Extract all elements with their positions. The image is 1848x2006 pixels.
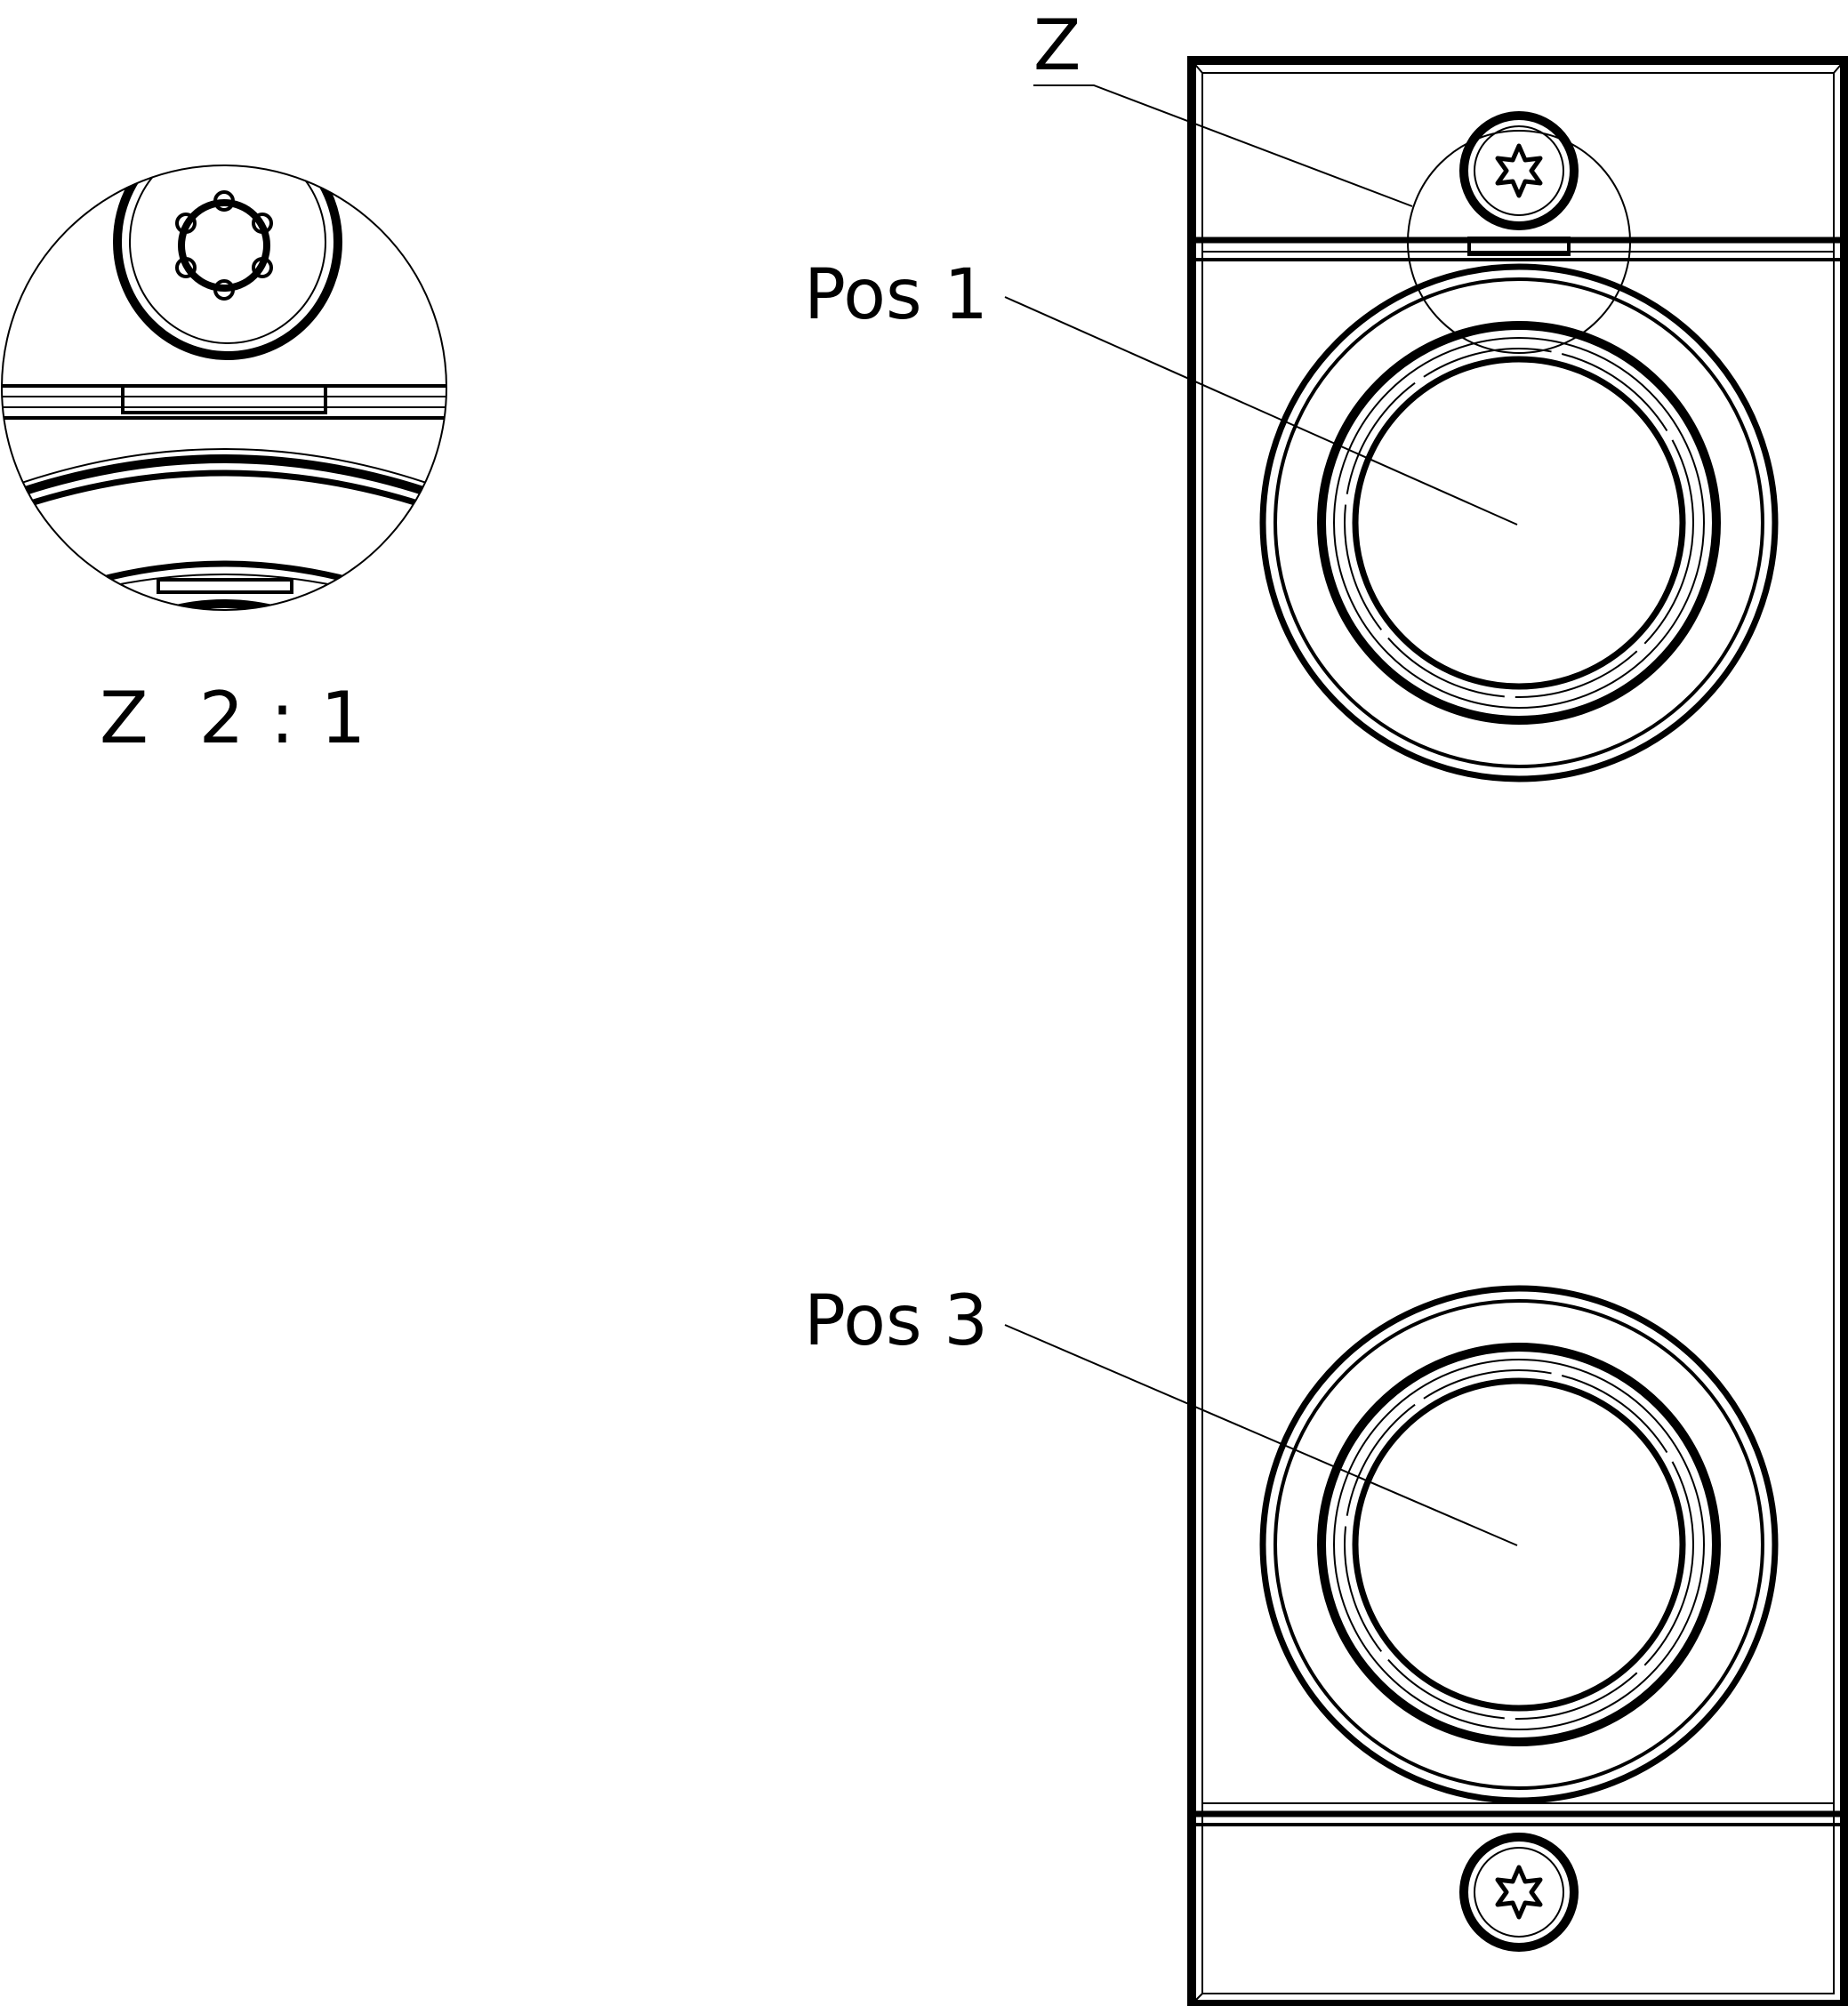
pos1-leader [1004,296,1518,526]
detail-reference-label: Z [1033,6,1081,86]
housing-inner-outline [1201,72,1835,1994]
detail-boundary-circle [1,164,447,611]
bottom-cover-band [1192,1802,1844,1826]
top-screw [1459,111,1579,230]
pos1-label: Pos 1 [804,255,988,335]
detail-bearing-arcs [7,448,441,610]
detail-view-z [1,164,447,611]
torx-screw-icon [1498,1867,1540,1917]
pos3-leader [1004,1324,1518,1546]
bottom-screw [1459,1833,1579,1952]
bearing-pos3 [1263,1288,1775,1801]
main-part-view [1004,56,1848,2006]
housing-outline [1187,56,1848,2006]
bearing-pos1 [1263,267,1775,779]
detail-cover-band [2,384,446,420]
pos3-label: Pos 3 [804,1281,988,1361]
top-cover-band [1192,237,1844,261]
detail-marker-circle [1407,130,1631,354]
bearing-ring-icon [1263,1288,1775,1801]
detail-screw [113,165,342,360]
torx-screw-icon [1498,146,1540,196]
bearing-ring-icon [1263,267,1775,779]
detail-scale-label: Z 2 : 1 [100,677,367,759]
detail-leader [1033,84,1413,207]
